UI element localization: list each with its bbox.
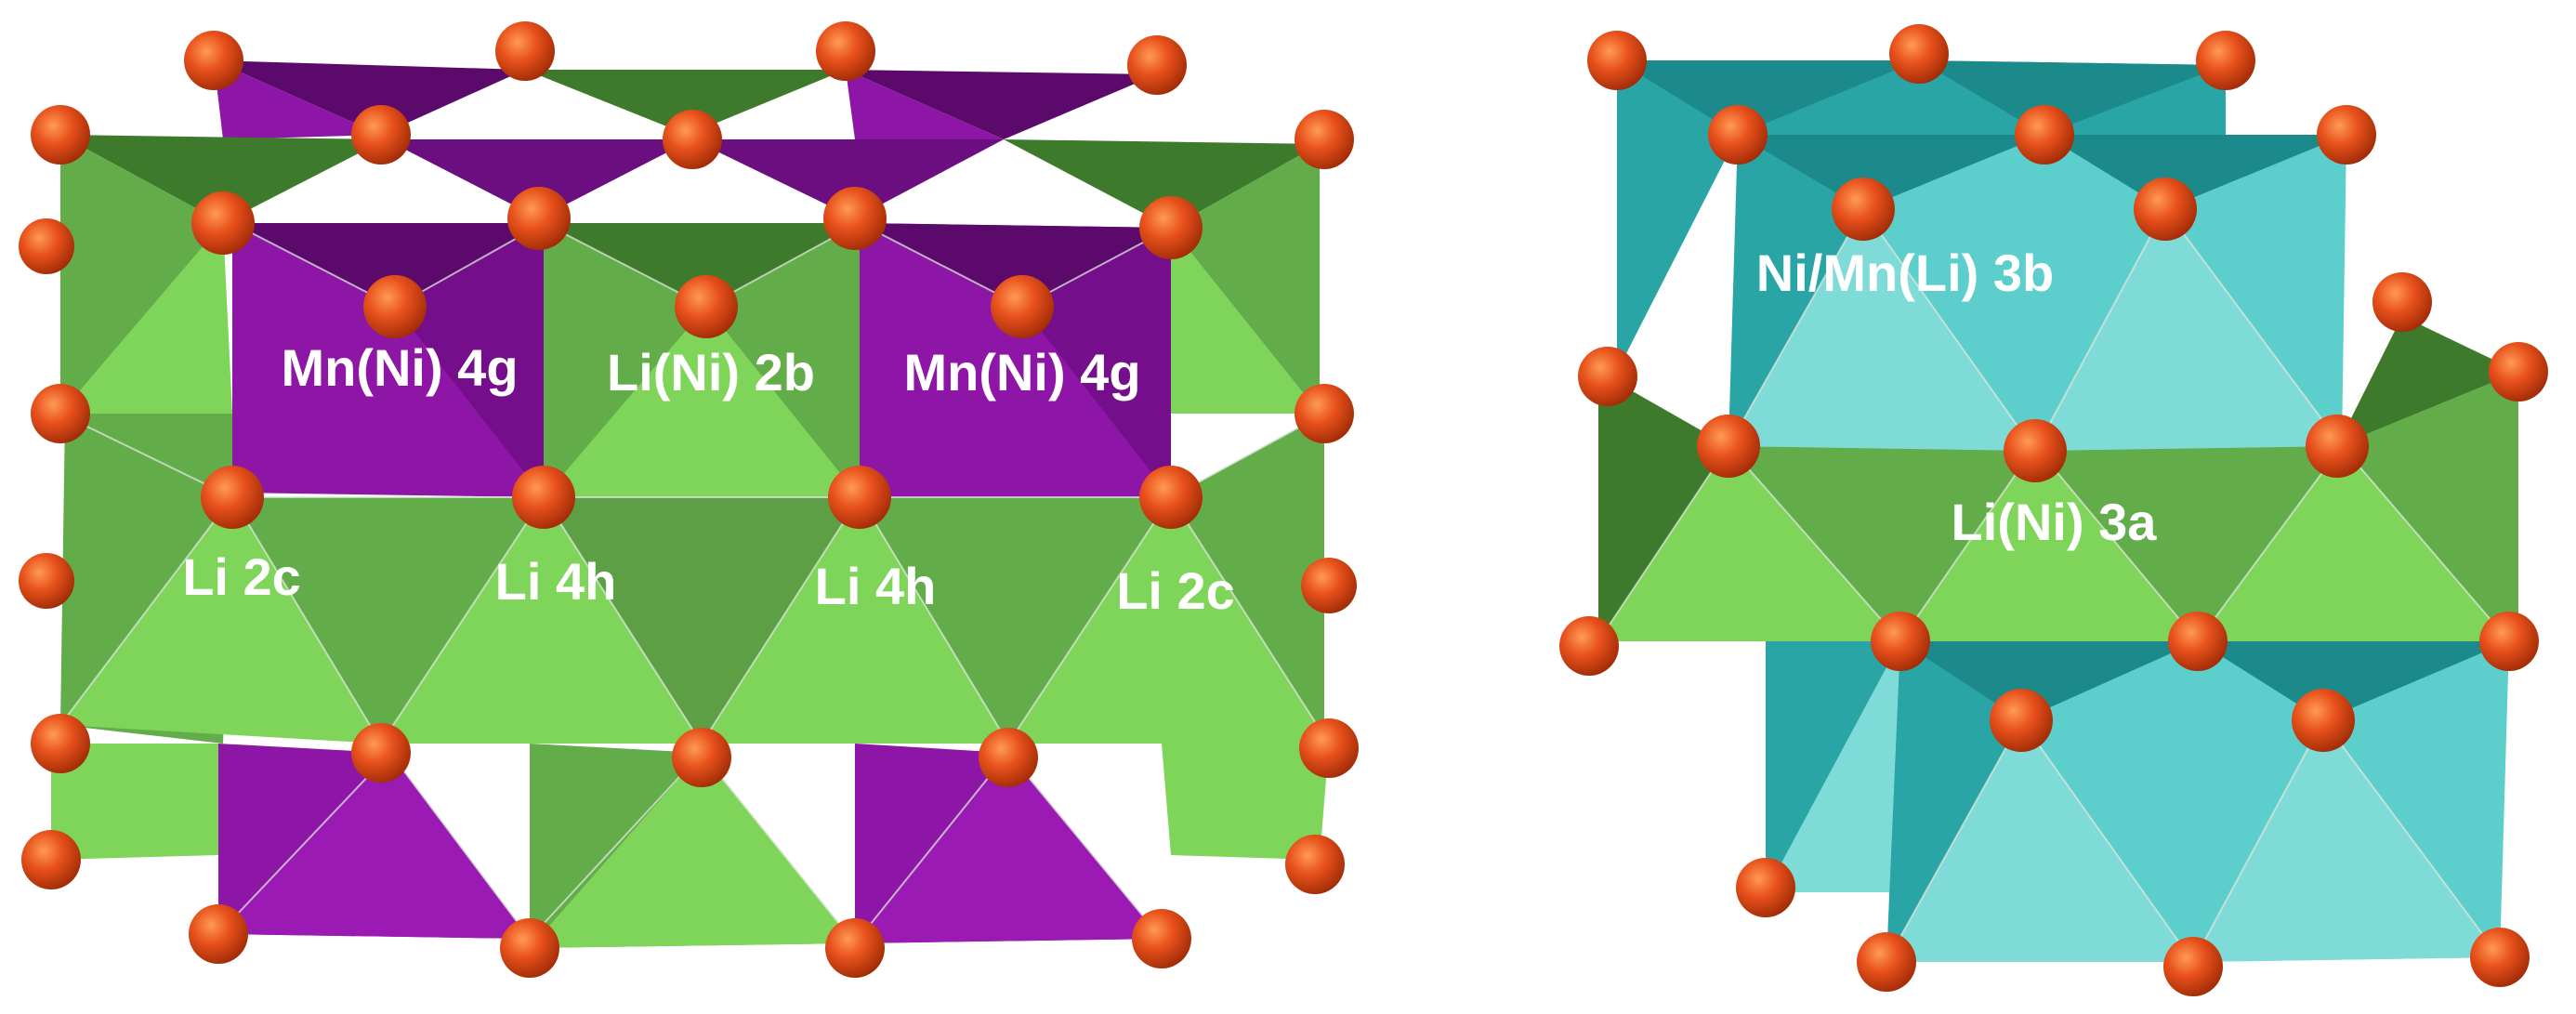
oxygen-atom bbox=[1301, 558, 1357, 613]
oxygen-atom bbox=[363, 275, 427, 338]
label-li-ni-2b: Li(Ni) 2b bbox=[607, 343, 815, 402]
label-li-2c-left: Li 2c bbox=[182, 547, 301, 606]
octahedron-green bbox=[60, 223, 232, 414]
octahedron-back-purple bbox=[214, 60, 381, 139]
oxygen-atom bbox=[2168, 612, 2228, 671]
oxygen-atom bbox=[31, 714, 90, 773]
oxygen-atom bbox=[1697, 415, 1760, 478]
oxygen-atom bbox=[495, 21, 555, 81]
oxygen-atom bbox=[191, 191, 255, 255]
oxygen-atom bbox=[1139, 466, 1203, 529]
left-oxygen-atoms bbox=[19, 21, 1359, 978]
octahedron-green bbox=[1171, 144, 1320, 414]
octahedron-green bbox=[1004, 139, 1320, 228]
octahedron-bottom-green bbox=[1162, 744, 1329, 860]
oxygen-atom bbox=[823, 187, 887, 250]
oxygen-atom bbox=[1132, 909, 1191, 968]
oxygen-atom bbox=[2134, 178, 2197, 241]
oxygen-atom bbox=[2015, 105, 2074, 165]
oxygen-atom bbox=[1578, 347, 1637, 406]
oxygen-atom bbox=[2292, 689, 2355, 752]
right-teal-lower-layer bbox=[1886, 641, 2509, 962]
oxygen-atom bbox=[1295, 110, 1354, 169]
label-li-2c-right: Li 2c bbox=[1116, 561, 1235, 620]
oxygen-atom bbox=[1889, 24, 1949, 84]
left-li-row bbox=[60, 414, 1329, 744]
label-li-4h-right: Li 4h bbox=[815, 557, 937, 615]
oxygen-atom bbox=[2479, 612, 2539, 671]
oxygen-atom bbox=[1708, 105, 1768, 165]
octahedron-purple bbox=[386, 139, 692, 218]
oxygen-atom bbox=[1587, 31, 1647, 90]
oxygen-atom bbox=[2372, 272, 2432, 332]
oxygen-atom bbox=[1127, 35, 1187, 95]
label-mn-ni-4g-left: Mn(Ni) 4g bbox=[281, 338, 518, 397]
oxygen-atom bbox=[1832, 178, 1895, 241]
oxygen-atom bbox=[979, 728, 1038, 787]
label-mn-ni-4g-right: Mn(Ni) 4g bbox=[903, 343, 1140, 402]
oxygen-atom bbox=[1285, 835, 1345, 894]
oxygen-atom bbox=[2317, 105, 2376, 165]
octahedron-green bbox=[60, 135, 223, 414]
oxygen-atom bbox=[2470, 928, 2530, 987]
octahedron-back-green bbox=[525, 70, 846, 135]
oxygen-atom bbox=[816, 21, 875, 81]
left-second-layer bbox=[60, 135, 1320, 414]
left-structure: Mn(Ni) 4g Li(Ni) 2b Mn(Ni) 4g Li 2c Li 4… bbox=[19, 21, 1359, 978]
oxygen-atom bbox=[825, 918, 885, 978]
right-lower-teal-back bbox=[1766, 641, 1900, 892]
right-green-layer bbox=[1598, 316, 2518, 651]
oxygen-atom bbox=[184, 31, 243, 90]
left-front-upper-row bbox=[232, 223, 1171, 497]
left-back-layer bbox=[214, 60, 1157, 139]
oxygen-atom bbox=[2163, 937, 2223, 996]
octahedron-green bbox=[1152, 228, 1320, 414]
oxygen-atom bbox=[1559, 616, 1619, 676]
right-oxygen-atoms bbox=[1559, 24, 2548, 996]
oxygen-atom bbox=[2489, 342, 2548, 402]
oxygen-atom bbox=[1139, 196, 1203, 259]
oxygen-atom bbox=[21, 830, 81, 889]
oxygen-atom bbox=[1990, 689, 2053, 752]
oxygen-atom bbox=[500, 918, 559, 978]
oxygen-atom bbox=[2196, 31, 2255, 90]
oxygen-atom bbox=[2004, 419, 2067, 482]
label-li-ni-3a: Li(Ni) 3a bbox=[1952, 493, 2158, 551]
octahedron-bottom-green bbox=[51, 744, 218, 860]
oxygen-atom bbox=[351, 723, 411, 783]
left-bottom-layer bbox=[51, 744, 1329, 948]
oxygen-atom bbox=[31, 384, 90, 443]
oxygen-atom bbox=[19, 553, 74, 609]
oxygen-atom bbox=[1736, 858, 1795, 917]
oxygen-atom bbox=[351, 105, 411, 165]
oxygen-atom bbox=[31, 105, 90, 165]
oxygen-atom bbox=[663, 110, 722, 169]
oxygen-atom bbox=[189, 904, 248, 964]
oxygen-atom bbox=[1299, 718, 1359, 778]
oxygen-atom bbox=[2306, 415, 2369, 478]
octahedron-back-purple bbox=[846, 70, 1004, 139]
label-li-4h-left: Li 4h bbox=[495, 552, 617, 611]
octahedron-purple bbox=[692, 139, 1004, 218]
oxygen-atom bbox=[19, 218, 74, 274]
octahedron-back-purple bbox=[846, 70, 1157, 139]
oxygen-atom bbox=[991, 275, 1054, 338]
oxygen-atom bbox=[512, 466, 575, 529]
octahedron-back-purple bbox=[214, 60, 525, 135]
oxygen-atom bbox=[672, 728, 731, 787]
oxygen-atom bbox=[1295, 384, 1354, 443]
oxygen-atom bbox=[828, 466, 891, 529]
octahedron-green bbox=[60, 135, 386, 223]
label-ni-mn-li-3b: Ni/Mn(Li) 3b bbox=[1756, 244, 2054, 302]
oxygen-atom bbox=[675, 275, 738, 338]
oxygen-atom bbox=[1857, 932, 1916, 992]
oxygen-atom bbox=[507, 187, 571, 250]
oxygen-atom bbox=[201, 466, 264, 529]
oxygen-atom bbox=[1871, 612, 1930, 671]
right-structure: Ni/Mn(Li) 3b Li(Ni) 3a bbox=[1559, 24, 2548, 996]
